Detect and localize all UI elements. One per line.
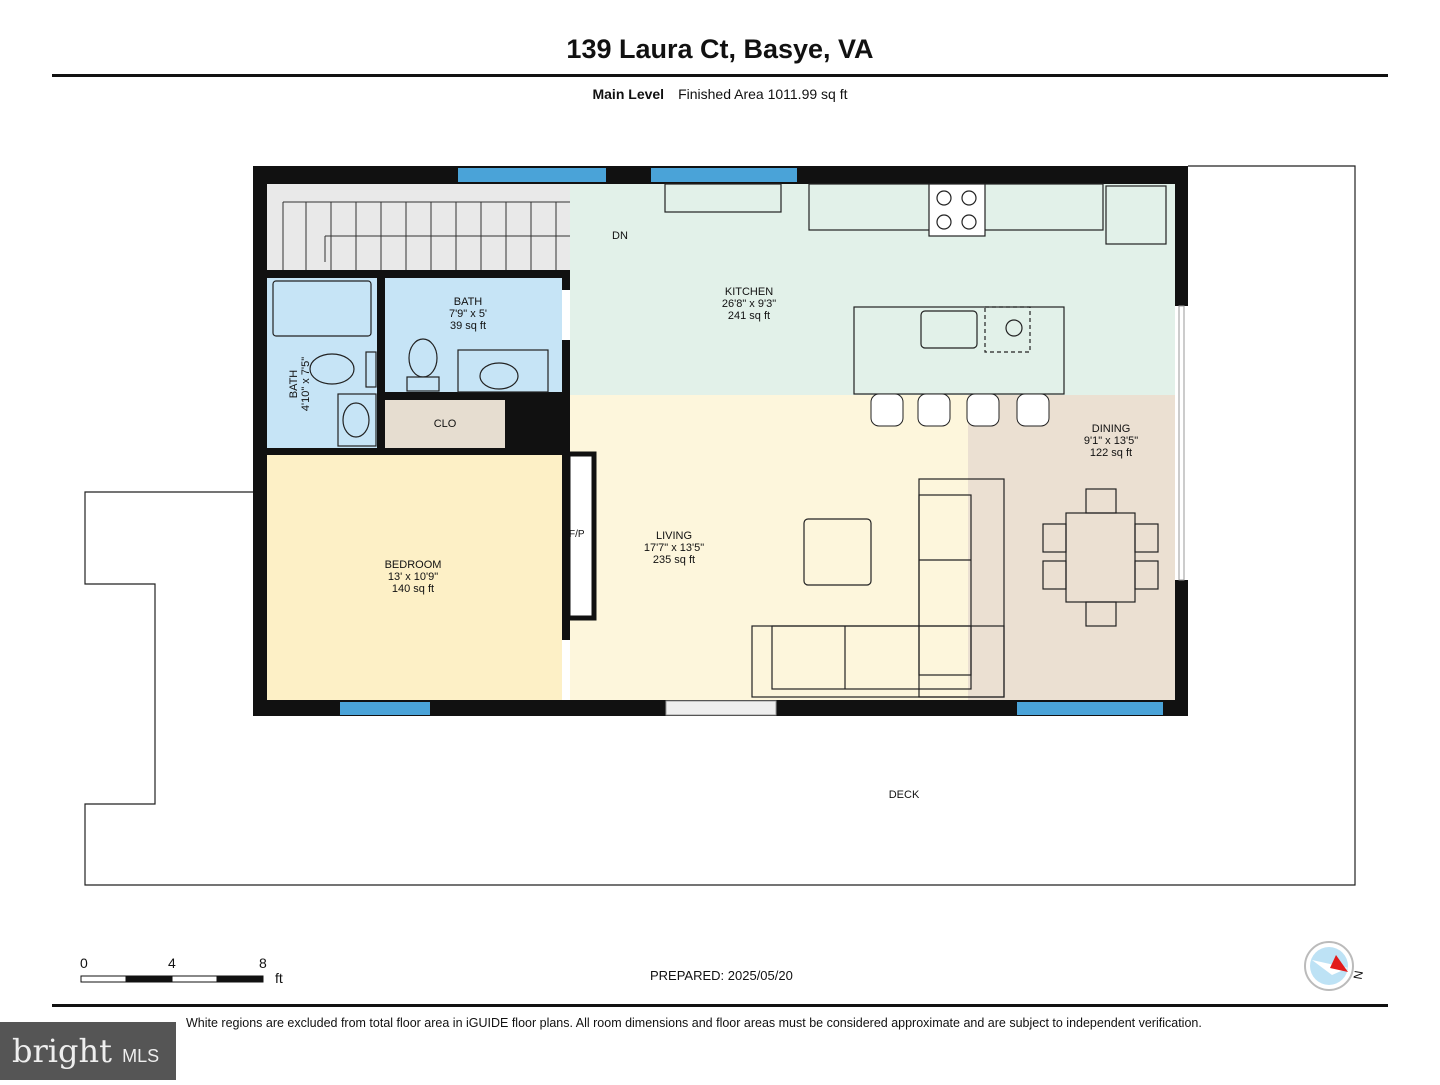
fireplace-label: F/P	[569, 529, 585, 540]
stair-rail	[282, 201, 600, 270]
scale-tick-0: 0	[80, 955, 88, 971]
scale-bar	[80, 975, 264, 983]
closet-area	[385, 400, 505, 448]
windows	[340, 168, 1163, 715]
bath-fixtures	[272, 280, 549, 447]
header-divider	[52, 74, 1388, 77]
scale-tick-4: 4	[168, 955, 176, 971]
scale-tick-8: 8	[259, 955, 267, 971]
bright-mls-logo: bright MLS	[0, 1022, 176, 1080]
level-name: Main Level	[592, 86, 665, 102]
room-closet: CLO	[433, 418, 457, 430]
bar-stools	[870, 393, 1050, 427]
level-summary: Main Level Finished Area 1011.99 sq ft	[0, 86, 1440, 102]
living-dining-furniture	[751, 478, 1159, 698]
scale-unit: ft	[275, 970, 283, 986]
bedroom-area	[267, 455, 562, 700]
disclaimer: White regions are excluded from total fl…	[186, 1016, 1202, 1030]
right-glass-wall	[1178, 305, 1185, 581]
kitchen-area	[570, 184, 1175, 395]
bar-stool	[917, 393, 951, 427]
bar-stool	[966, 393, 1000, 427]
sliding-door	[665, 700, 777, 716]
stairs	[267, 184, 600, 270]
kitchen-fixtures	[664, 183, 1167, 395]
room-deck: DECK	[888, 789, 920, 801]
footer-divider	[52, 1004, 1388, 1007]
page-title: 139 Laura Ct, Basye, VA	[566, 34, 874, 64]
bar-stool	[870, 393, 904, 427]
dining-area	[968, 395, 1175, 700]
living-area	[570, 395, 968, 700]
finished-area: Finished Area 1011.99 sq ft	[678, 86, 848, 102]
stairs-label: DN	[612, 230, 628, 242]
compass-icon	[1304, 941, 1354, 991]
bar-stool	[1016, 393, 1050, 427]
fireplace	[565, 451, 597, 621]
prepared-date: PREPARED: 2025/05/20	[650, 968, 793, 983]
deck-outline	[84, 165, 1356, 886]
